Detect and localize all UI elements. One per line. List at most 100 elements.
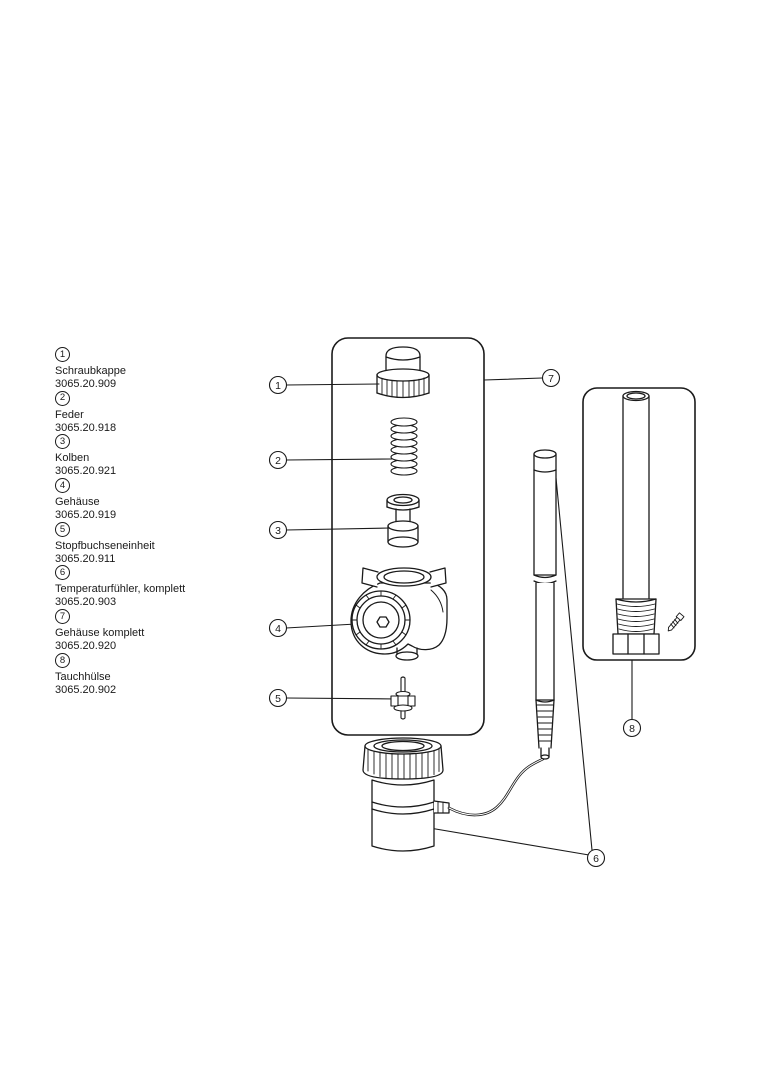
temperature-sensor — [533, 449, 557, 760]
part-number-badge: 8 — [55, 652, 70, 668]
callout-label: 4 — [275, 623, 281, 635]
callout-circle — [622, 718, 642, 738]
part-code: 3065.20.920 — [55, 640, 117, 653]
sleeve-box — [582, 387, 696, 661]
leader-line-5 — [285, 697, 400, 700]
actuator-nipple — [433, 800, 450, 814]
part-number-badge: 7 — [55, 609, 70, 625]
callout-1: 1 — [268, 375, 288, 395]
part-number-badge: 1 — [55, 347, 70, 362]
callout-circle — [586, 848, 606, 868]
sensor-upper-tube — [533, 453, 557, 576]
capillary-tube — [447, 757, 545, 817]
valve-body-shading — [430, 589, 444, 613]
callout-3: 3 — [268, 520, 288, 540]
callout-label: 7 — [548, 373, 554, 385]
leader-line-1 — [285, 383, 380, 386]
badge-label: 6 — [59, 567, 66, 579]
sensor-top-cap — [533, 449, 557, 459]
valve-lug-right — [429, 567, 447, 588]
valve-seat-hex — [376, 616, 390, 628]
valve-front-port — [351, 590, 411, 650]
valve-top-opening-inner — [383, 570, 425, 584]
part-number-badge: 5 — [55, 521, 70, 537]
part-number-badge: 3 — [55, 434, 70, 450]
callout-circle — [268, 520, 288, 540]
badge-label: 1 — [59, 348, 66, 360]
part-stuffing-box — [390, 676, 416, 720]
badge-label: 7 — [59, 610, 66, 622]
part-number-badge: 4 — [55, 478, 70, 494]
callout-7: 7 — [541, 368, 561, 388]
parts-list-item-1: 1 Schraubkappe 3065.20.909 — [55, 347, 265, 391]
part-number-badge: 2 — [55, 390, 70, 406]
part-name: Schraubkappe — [55, 365, 126, 377]
callout-5: 5 — [268, 688, 288, 708]
part-name: Temperaturfühler, komplett — [55, 583, 186, 596]
part-name: Stopfbuchseneinheit — [55, 539, 155, 552]
callouts: 1 2 3 4 5 — [268, 368, 642, 868]
actuator-body — [371, 779, 435, 852]
actuator-knurl-ticks — [367, 747, 440, 780]
sleeve-hex-nut — [612, 633, 660, 655]
part-code: 3065.20.919 — [55, 509, 117, 522]
callout-label: 1 — [275, 380, 281, 392]
callout-circle — [268, 450, 288, 470]
sensor-coupler — [533, 574, 557, 585]
valve-lug-left — [361, 567, 379, 588]
callout-label: 6 — [593, 853, 599, 865]
part-spring — [390, 417, 418, 476]
leader-lines — [285, 377, 633, 856]
cap-flange-top — [376, 368, 430, 382]
callout-circle — [268, 688, 288, 708]
valve-bottom-stub — [395, 651, 419, 661]
parts-list: 1 Schraubkappe 3065.20.909 2 Feder 3065.… — [55, 347, 265, 697]
badge-label: 8 — [59, 654, 66, 666]
leader-line-6b — [555, 477, 593, 851]
stuffing-box-nut — [390, 695, 416, 707]
callout-8: 8 — [622, 718, 642, 738]
parts-list-item-7: 7 Gehäuse komplett 3065.20.920 — [55, 609, 265, 653]
actuator-band — [371, 801, 435, 815]
leader-line-2 — [285, 458, 393, 461]
leader-line-3 — [285, 527, 391, 531]
callout-circle — [268, 618, 288, 638]
sensor-lower-tube — [535, 582, 555, 701]
callout-4: 4 — [268, 618, 288, 638]
part-code: 3065.20.909 — [55, 378, 117, 390]
part-valve-body — [350, 567, 448, 661]
callout-6: 6 — [586, 848, 606, 868]
actuator-knurled-cap — [362, 745, 444, 780]
badge-label: 3 — [59, 436, 66, 448]
part-name: Gehäuse — [55, 496, 100, 509]
immersion-sleeve — [612, 390, 685, 655]
actuator-assembly — [362, 737, 450, 852]
parts-list-item-4: 4 Gehäuse 3065.20.919 — [55, 478, 265, 522]
part-name: Tauchhülse — [55, 670, 111, 683]
cap-knurl — [381, 377, 425, 398]
cap-dome-base — [385, 356, 421, 361]
sleeve-screw — [667, 612, 685, 632]
cap-flange-side — [376, 374, 430, 394]
sleeve-collar-threads — [616, 603, 656, 632]
callout-circle — [541, 368, 561, 388]
parts-list-item-2: 2 Feder 3065.20.918 — [55, 390, 265, 435]
badge-label: 5 — [59, 523, 66, 535]
sensor-corrugation-outline — [535, 699, 555, 749]
callout-label: 3 — [275, 525, 281, 537]
part-code: 3065.20.902 — [55, 683, 117, 696]
valve-port-threads — [351, 590, 411, 650]
callout-label: 8 — [629, 723, 635, 735]
part-code: 3065.20.921 — [55, 465, 117, 478]
badge-label: 2 — [59, 392, 66, 404]
sleeve-tube — [622, 395, 650, 599]
leader-line-4 — [285, 623, 357, 629]
parts-list-item-8: 8 Tauchhülse 3065.20.902 — [55, 652, 265, 697]
leader-line-7 — [483, 377, 543, 381]
callout-label: 2 — [275, 455, 281, 467]
part-name: Feder — [55, 408, 84, 421]
callout-circle — [268, 375, 288, 395]
part-name: Kolben — [55, 452, 90, 465]
